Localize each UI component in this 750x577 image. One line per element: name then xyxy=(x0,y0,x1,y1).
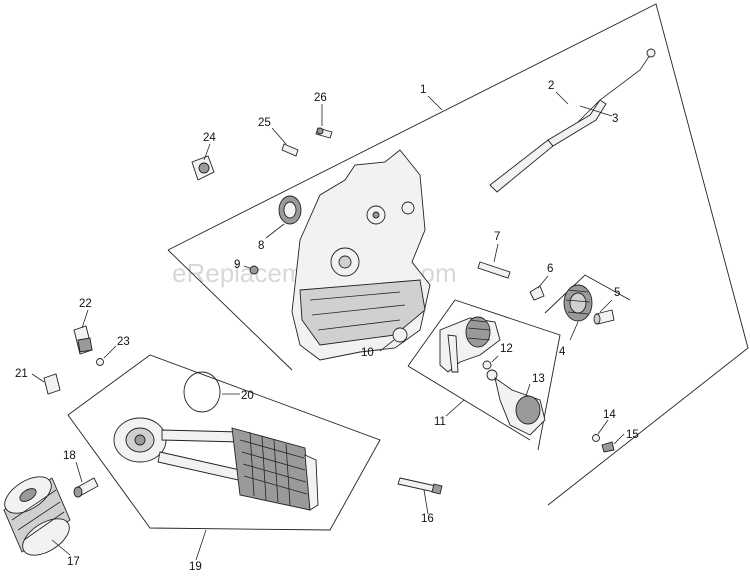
callout-25: 25 xyxy=(258,117,271,129)
screw-small xyxy=(249,265,259,275)
callout-8: 8 xyxy=(258,240,264,252)
callout-1: 1 xyxy=(420,84,426,96)
oil-sensor xyxy=(73,325,93,355)
long-bolt xyxy=(397,477,443,495)
o-ring xyxy=(392,327,408,343)
callout-10: 10 xyxy=(361,347,374,359)
callout-26: 26 xyxy=(314,92,327,104)
gear-outline xyxy=(544,274,631,314)
pump-outline-edge xyxy=(407,365,531,441)
callout-14: 14 xyxy=(603,409,616,421)
callout-labels: 1 2 3 4 5 6 7 8 9 10 11 12 13 14 15 16 1… xyxy=(15,80,639,573)
cooler-outline xyxy=(67,354,381,531)
callout-20: 20 xyxy=(241,390,254,402)
cooler-o-ring xyxy=(183,371,221,413)
callout-11: 11 xyxy=(434,416,446,428)
callout-24: 24 xyxy=(203,132,216,144)
callout-7: 7 xyxy=(494,231,500,243)
oil-filter xyxy=(3,476,71,556)
callout-22: 22 xyxy=(79,298,92,310)
callout-9: 9 xyxy=(234,259,240,271)
sensor-washer xyxy=(96,358,104,366)
fitting-21 xyxy=(43,373,61,395)
callout-15: 15 xyxy=(626,429,639,441)
callout-4: 4 xyxy=(559,346,566,358)
pump-outline xyxy=(407,299,561,451)
callout-12: 12 xyxy=(500,343,513,355)
dowel-pin xyxy=(477,261,511,279)
callout-19: 19 xyxy=(189,561,202,573)
governor-gear xyxy=(563,284,593,322)
oil-seal xyxy=(278,195,302,225)
callout-17: 17 xyxy=(67,556,80,568)
callout-2: 2 xyxy=(548,80,554,92)
pump-o-ring xyxy=(482,360,498,381)
drain-plug-washer xyxy=(592,434,615,453)
callout-3: 3 xyxy=(612,113,618,125)
leader-lines xyxy=(31,91,625,561)
oil-pump xyxy=(439,316,501,373)
assembly-outline-edge xyxy=(167,249,293,371)
closure-plate xyxy=(291,149,431,361)
oil-pickup xyxy=(494,376,546,436)
thrust-washer xyxy=(529,285,545,301)
callout-6: 6 xyxy=(547,263,553,275)
screw-25 xyxy=(281,143,299,157)
callout-18: 18 xyxy=(63,450,76,462)
callout-23: 23 xyxy=(117,336,130,348)
callout-13: 13 xyxy=(532,373,545,385)
assembly-outline-main xyxy=(167,3,749,506)
callout-5: 5 xyxy=(614,287,620,299)
filter-nipple xyxy=(73,477,99,498)
pressure-switch xyxy=(191,155,215,181)
screw-26 xyxy=(315,127,333,139)
oil-cooler xyxy=(113,417,319,511)
callout-21: 21 xyxy=(15,368,28,380)
callout-16: 16 xyxy=(421,513,434,525)
gear-shaft xyxy=(593,309,615,325)
dipstick-assembly xyxy=(489,48,656,193)
